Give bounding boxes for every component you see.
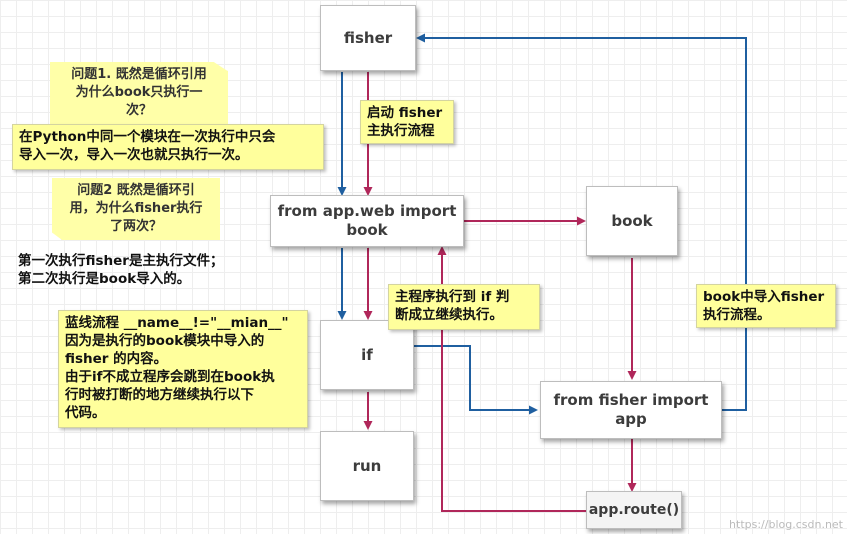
red-arrow-route-back-to-import — [437, 246, 586, 512]
start-fisher-note: 启动 fisher 主执行流程 — [360, 100, 454, 144]
run-node[interactable]: run — [320, 431, 414, 501]
question-1-sticky: 问题1. 既然是循环引用 为什么book只执行一 次？ — [50, 62, 228, 128]
answer-1-note: 在Python中同一个模块在一次执行中只会 导入一次，导入一次也就只执行一次。 — [12, 124, 324, 170]
app-route-node[interactable]: app.route() — [586, 491, 682, 529]
answer-2-text: 第一次执行fisher是主执行文件； 第二次执行是book导入的。 — [18, 253, 224, 287]
from-fisher-import-app-node[interactable]: from fisher import app — [540, 381, 722, 439]
main-program-if-note: 主程序执行到 if 判 断成立继续执行。 — [388, 284, 540, 330]
watermark: https://blog.csdn.net — [729, 518, 843, 531]
book-node[interactable]: book — [586, 186, 678, 256]
question-2-sticky: 问题2 既然是循环引 用，为什么fisher执行 了两次？ — [52, 178, 220, 240]
book-import-fisher-note: book中导入fisher 执行流程。 — [696, 284, 836, 328]
blue-arrow-from-fisher-to-fisher — [416, 33, 747, 411]
from-app-web-import-book-node[interactable]: from app.web import book — [270, 195, 464, 247]
blue-flow-note: 蓝线流程 __name__!="__mian__" 因为是执行的book模块中导… — [58, 310, 308, 428]
if-node[interactable]: if — [320, 320, 414, 390]
fisher-node[interactable]: fisher — [320, 5, 416, 71]
blue-arrow-if-to-from-fisher — [414, 345, 538, 415]
